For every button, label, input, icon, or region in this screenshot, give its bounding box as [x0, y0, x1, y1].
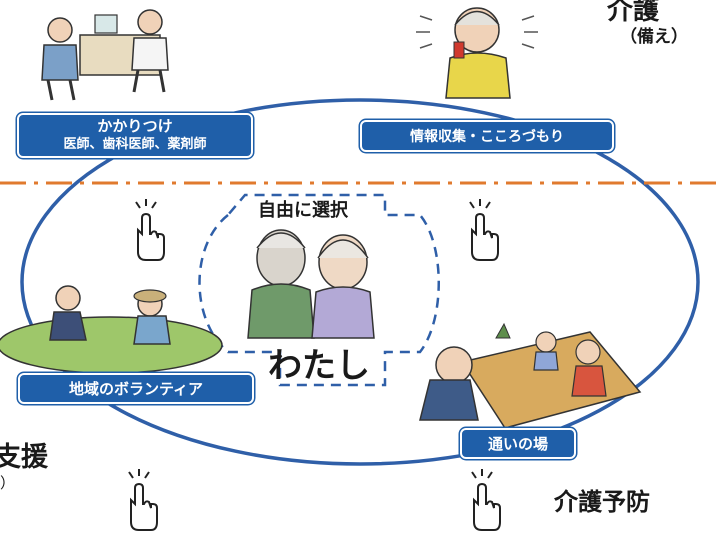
gathering-place-label: 通いの場 — [460, 428, 576, 459]
center-caption: 自由に選択 — [258, 200, 348, 221]
corner-left-sub: ） — [0, 474, 16, 492]
elderly-woman-smartphone-illustration — [416, 7, 538, 99]
volunteer-label: 地域のボランティア — [18, 373, 254, 404]
doctor-consultation-illustration — [41, 9, 169, 101]
corner-left-heading: 支援 — [0, 442, 48, 473]
main-ellipse — [20, 98, 700, 466]
pointing-hand-icon — [471, 469, 501, 531]
volunteer-gardening-illustration — [0, 285, 223, 374]
pointing-hand-icon — [128, 469, 158, 531]
corner-top-right-heading: 介護 — [607, 0, 660, 26]
corner-top-right-sub: （備え） — [620, 27, 688, 47]
family-doctor-label: かかりつけ 医師、歯科医師、薬剤師 — [17, 113, 253, 158]
prevention-heading: 介護予防 — [554, 488, 650, 516]
info-gathering-label: 情報収集・こころづもり — [360, 120, 614, 152]
center-title: わたし — [268, 346, 370, 386]
pointing-hand-icon — [135, 199, 165, 261]
family-doctor-line2: 医師、歯科医師、薬剤師 — [63, 137, 207, 152]
pointing-hand-icon — [469, 199, 499, 261]
elderly-couple-illustration — [247, 229, 375, 339]
family-doctor-line1: かかりつけ — [97, 117, 173, 135]
community-table-illustration — [419, 322, 642, 429]
